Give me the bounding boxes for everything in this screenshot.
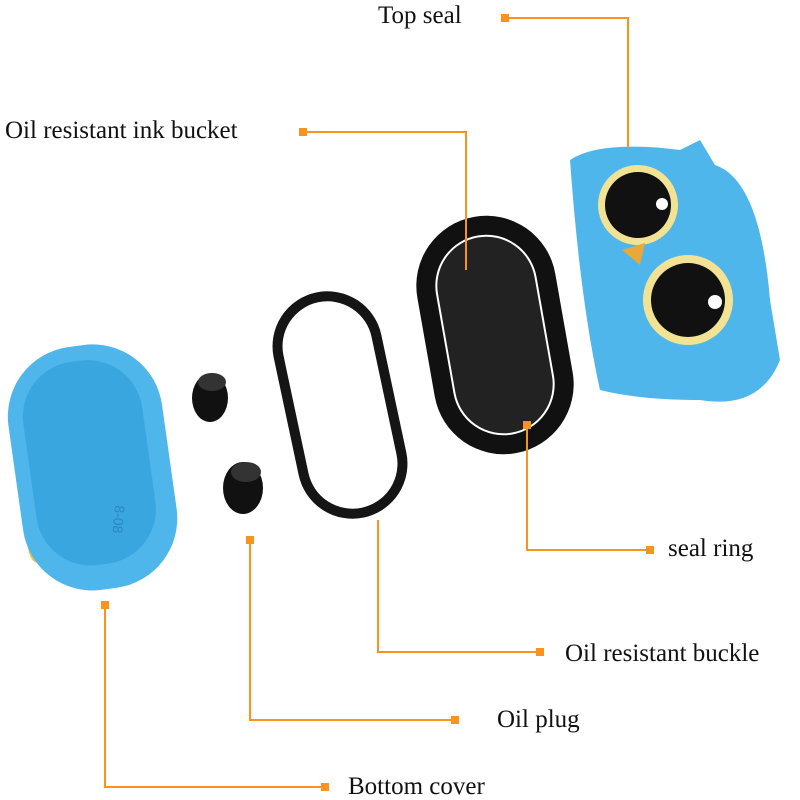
- label-ink-bucket: Oil resistant ink bucket: [5, 117, 238, 144]
- bottom-cover-part: 8-08: [7, 344, 178, 591]
- ink-bucket-part: [416, 215, 574, 455]
- oil-plug-part: [192, 373, 263, 514]
- leader-buckle: [377, 520, 540, 653]
- label-top-seal: Top seal: [378, 2, 462, 29]
- leader-seal-ring: [526, 425, 650, 551]
- label-seal-ring: seal ring: [668, 535, 754, 562]
- leader-bottom-cover: [104, 605, 325, 788]
- leader-lines: [104, 17, 650, 788]
- leader-ink-bucket: [303, 131, 467, 270]
- top-seal-part: [570, 140, 780, 402]
- leader-oil-plug: [249, 540, 455, 721]
- label-buckle: Oil resistant buckle: [565, 640, 760, 667]
- leader-top-seal: [505, 17, 629, 148]
- label-oil-plug: Oil plug: [497, 706, 580, 733]
- label-bottom-cover: Bottom cover: [348, 773, 485, 800]
- leader-markers: [101, 14, 654, 791]
- bottom-cover-marking: 8-08: [110, 505, 128, 535]
- oil-resistant-buckle-part: [272, 291, 408, 519]
